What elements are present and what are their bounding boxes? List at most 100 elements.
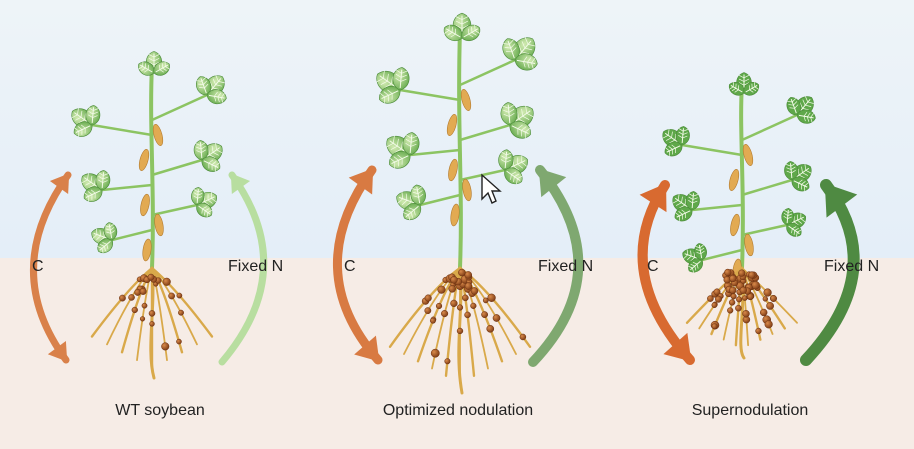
leaf-vein (738, 82, 750, 86)
leaf-vein (738, 78, 750, 82)
leaf-vein (502, 104, 514, 109)
leaf (728, 82, 745, 96)
leaf-vein (793, 180, 808, 188)
leaf-vein (517, 111, 526, 123)
arrow-head (824, 183, 858, 218)
leaf-vein (678, 211, 683, 220)
leaf (85, 105, 101, 126)
leaf-vein (745, 84, 758, 93)
leaf (664, 141, 683, 157)
leaf-vein (206, 209, 213, 218)
leaf-vein (471, 26, 477, 36)
leaf-vein (672, 194, 680, 204)
leaf (83, 186, 103, 202)
leaf-vein (786, 209, 789, 224)
leaf-vein (71, 108, 79, 119)
nodule (162, 277, 171, 286)
leaf-vein (474, 24, 480, 34)
leaf-vein (74, 127, 80, 137)
leaf-vein (199, 83, 209, 89)
leaf (97, 238, 114, 254)
leaf-vein (211, 192, 217, 203)
leaf-vein (788, 101, 798, 106)
leaf (389, 151, 411, 169)
nodule (739, 286, 747, 294)
nodule (429, 317, 436, 324)
leaf-vein (214, 162, 220, 172)
arrow-shaft (30, 171, 72, 364)
nodule (149, 321, 155, 327)
nodule (748, 271, 756, 279)
leaf (191, 187, 205, 206)
leaf-vein (88, 178, 96, 189)
leaf (461, 24, 481, 42)
leaf (504, 167, 523, 185)
branch (111, 228, 153, 242)
leaf-vein (791, 226, 797, 234)
nodule (481, 311, 489, 318)
leaf-vein (793, 227, 799, 235)
nodule (119, 294, 126, 302)
leaf-vein (468, 28, 474, 38)
leaf-vein (802, 99, 812, 107)
leaf-vein (387, 89, 393, 100)
leaf (688, 258, 703, 273)
arrow-head (49, 173, 70, 195)
arrow-shaft (218, 171, 268, 366)
leaf-vein (396, 69, 408, 74)
leaf-vein (406, 209, 413, 218)
leaf-vein (504, 43, 516, 49)
leaf (786, 97, 802, 116)
leaf-vein (787, 98, 796, 103)
carbon-label-1: C (32, 258, 44, 275)
leaf-vein (196, 189, 199, 204)
leaf-vein (148, 57, 160, 62)
leaf-vein (96, 230, 101, 241)
leaf-vein (666, 145, 681, 153)
arrow-head (663, 332, 692, 362)
leaf (502, 38, 520, 61)
leaf-vein (790, 163, 793, 179)
leaf-vein (384, 76, 393, 88)
leaf-vein (500, 159, 511, 163)
nodule (727, 307, 734, 314)
leaf-vein (678, 131, 688, 135)
leaf-vein (688, 196, 698, 200)
leaf-vein (87, 114, 98, 118)
mouse-pointer-icon (481, 173, 502, 204)
leaf-vein (208, 94, 225, 99)
leaf-vein (91, 107, 95, 124)
leaf-vein (695, 247, 705, 252)
leaf-vein (209, 81, 220, 90)
leaf-vein (521, 108, 530, 120)
leaf-vein (790, 99, 797, 114)
leaf-vein (405, 142, 417, 147)
leaf-vein (409, 134, 413, 154)
nodule (435, 302, 443, 310)
leaf-vein (804, 164, 812, 174)
nodule (456, 304, 464, 311)
nodule (729, 274, 737, 283)
leaf-vein (164, 61, 170, 70)
leaf-vein (805, 96, 814, 104)
leaf-vein (681, 209, 686, 219)
leaf-vein (675, 212, 680, 221)
nodule (764, 320, 773, 329)
leaf (675, 126, 690, 146)
nodule (424, 294, 432, 302)
arrow-head (47, 340, 68, 362)
nodule (763, 288, 772, 297)
panel-wt-soybean (30, 51, 268, 380)
leaf-vein (696, 250, 705, 255)
nodule (176, 292, 183, 299)
nodule (707, 295, 714, 302)
leaf-vein (99, 240, 111, 251)
nodule (168, 292, 175, 300)
leaf-vein (445, 28, 461, 38)
leaf-vein (754, 82, 759, 90)
leaf (206, 89, 227, 105)
leaf-vein (105, 227, 115, 231)
branch (741, 113, 798, 142)
nodule (131, 306, 138, 314)
leaf-vein (804, 182, 809, 191)
